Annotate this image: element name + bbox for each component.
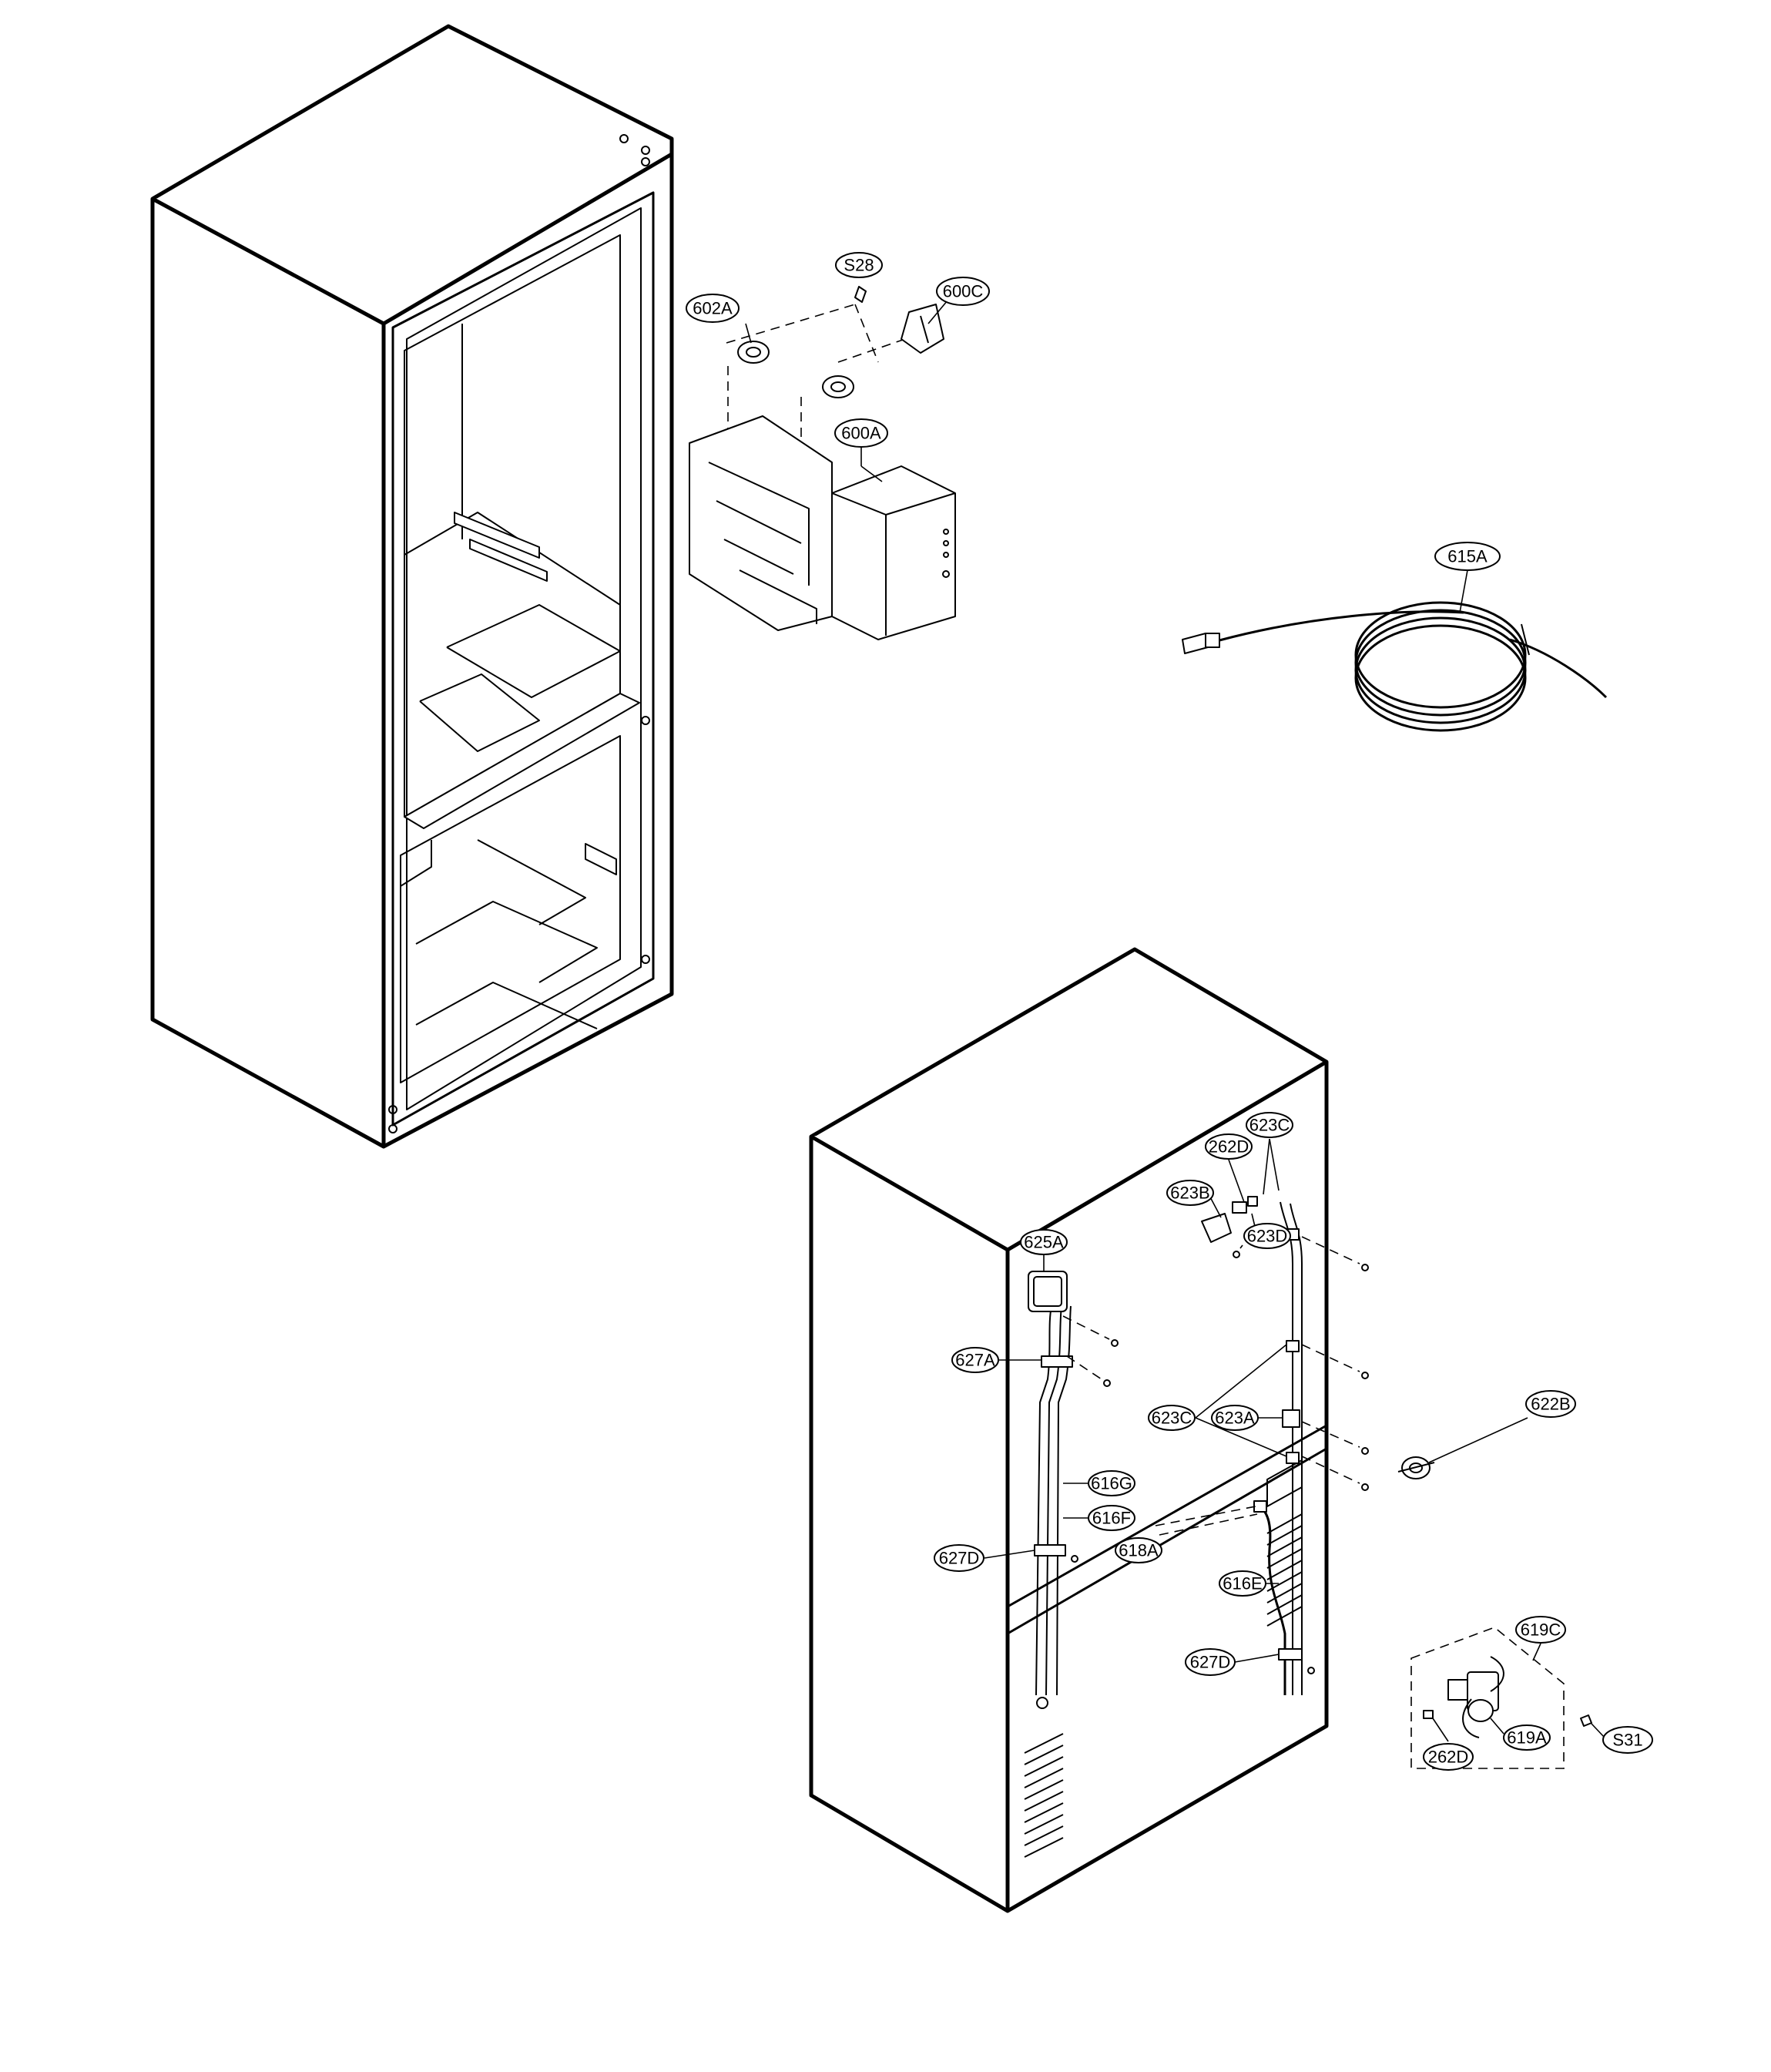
callout-label: 627D xyxy=(939,1549,980,1568)
callout-623c-top: 623C xyxy=(1246,1112,1293,1138)
callout-label: S31 xyxy=(1612,1731,1642,1750)
callout-label: S28 xyxy=(844,256,874,275)
callout-label: 600C xyxy=(943,282,984,301)
callout-label: 616G xyxy=(1091,1474,1132,1493)
part-622b xyxy=(1397,1456,1435,1479)
callout-label: 627D xyxy=(1190,1653,1231,1672)
callout-label: 623A xyxy=(1215,1409,1255,1428)
callout-623b: 623B xyxy=(1166,1180,1214,1206)
callout-622b: 622B xyxy=(1525,1390,1576,1418)
callout-s28: S28 xyxy=(835,252,883,278)
callout-label: 602A xyxy=(693,299,733,318)
callout-label: 262D xyxy=(1428,1748,1469,1767)
callout-619a: 619A xyxy=(1503,1724,1551,1751)
callout-616f: 616F xyxy=(1088,1505,1135,1531)
callout-262d-bottom: 262D xyxy=(1423,1743,1474,1771)
leader-lines xyxy=(745,300,1605,1742)
callout-label: 619C xyxy=(1521,1620,1561,1640)
callout-623c-mid: 623C xyxy=(1148,1405,1196,1431)
callout-label: 623B xyxy=(1170,1184,1209,1203)
callout-615a: 615A xyxy=(1434,542,1501,571)
callout-label: 625A xyxy=(1024,1233,1064,1252)
callout-label: 262D xyxy=(1209,1137,1249,1157)
side-vent-slots xyxy=(1024,1733,1064,1858)
callout-label: 615A xyxy=(1447,547,1488,566)
water-tube-coil xyxy=(1182,601,1608,732)
callout-619c: 619C xyxy=(1515,1616,1566,1644)
callout-label: 623D xyxy=(1247,1227,1288,1246)
callout-616e: 616E xyxy=(1219,1570,1266,1597)
callout-616g: 616G xyxy=(1088,1470,1135,1496)
callout-602a: 602A xyxy=(686,294,740,323)
callout-label: 619A xyxy=(1507,1728,1547,1748)
callout-label: 623C xyxy=(1249,1116,1290,1135)
callout-label: 623C xyxy=(1152,1409,1192,1428)
callout-label: 618A xyxy=(1119,1541,1159,1560)
callout-label: 600A xyxy=(841,424,881,443)
callout-label: 616F xyxy=(1092,1509,1131,1528)
callout-262d-top: 262D xyxy=(1205,1133,1253,1160)
callout-s31: S31 xyxy=(1602,1726,1653,1754)
callout-627a: 627A xyxy=(951,1347,999,1373)
callout-627d-right: 627D xyxy=(1185,1648,1236,1676)
callout-623a: 623A xyxy=(1211,1405,1259,1431)
cabinet-front-view xyxy=(150,24,674,1149)
callout-600c: 600C xyxy=(936,277,990,306)
cabinet-rear-view xyxy=(809,947,1369,1913)
callout-label: 616E xyxy=(1223,1574,1262,1593)
callout-label: 622B xyxy=(1531,1395,1570,1414)
callout-623d: 623D xyxy=(1243,1223,1291,1249)
callout-627d-left: 627D xyxy=(934,1544,984,1572)
callout-600a: 600A xyxy=(834,418,888,448)
water-valve-assembly xyxy=(1410,1627,1592,1769)
ice-maker-assembly xyxy=(689,286,956,640)
callout-618a: 618A xyxy=(1115,1537,1162,1563)
callout-label: 627A xyxy=(955,1351,995,1370)
callout-625a: 625A xyxy=(1020,1229,1068,1255)
